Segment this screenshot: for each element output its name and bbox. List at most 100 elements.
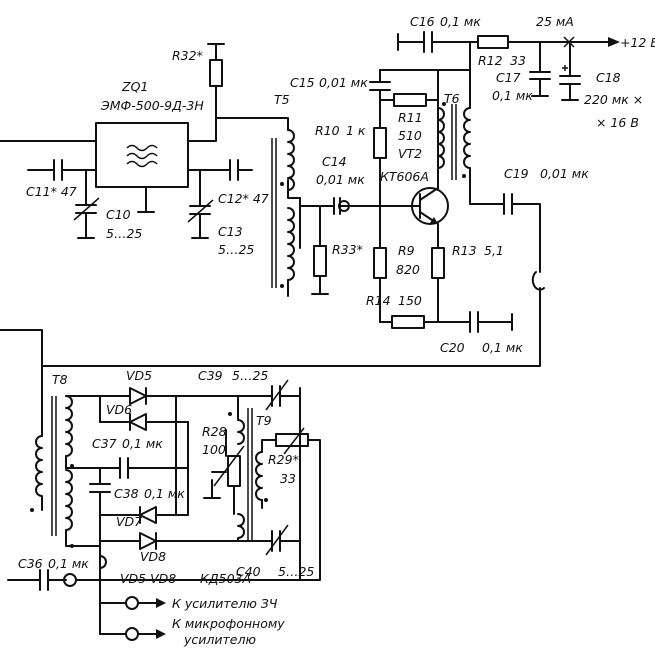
r13-value: 5,1 — [484, 243, 504, 258]
c18-value-2: × 16 В — [596, 115, 639, 130]
output-mic-amplifier — [99, 627, 166, 641]
c40-value: 5…25 — [278, 564, 314, 579]
r14-label: R14 — [366, 293, 391, 308]
c16-label: C16 — [410, 14, 435, 29]
t6-label: T6 — [444, 91, 460, 106]
vd8-label: VD8 — [140, 549, 166, 564]
r10-value: 1 к — [346, 123, 366, 138]
c17-capacitor — [529, 41, 551, 97]
t6-transformer — [379, 69, 471, 205]
c18-value-1: 220 мк × — [584, 92, 643, 107]
r32-resistor — [187, 43, 225, 142]
c14-label: C14 — [322, 154, 347, 169]
r11-value: 510 — [398, 128, 422, 143]
c12-label: C12* 47 — [218, 191, 269, 206]
vd8-diode — [99, 532, 239, 550]
c38-value: 0,1 мк — [144, 486, 185, 501]
diodes-label: VD5-VD8 — [120, 571, 176, 586]
current-label: 25 мА — [536, 14, 574, 29]
c16-capacitor — [397, 31, 479, 53]
c36-value: 0,1 мк — [48, 556, 89, 571]
r29-value: 33 — [280, 471, 296, 486]
r10-label: R10 — [315, 123, 340, 138]
zq1-filter — [85, 122, 201, 213]
c13-value: 5…25 — [218, 242, 254, 257]
c18-label: C18 — [596, 70, 621, 85]
c37-label: C37 — [92, 436, 117, 451]
c40-label: C40 — [236, 564, 261, 579]
c15-label: C15 — [290, 75, 315, 90]
t8-label: T8 — [52, 372, 68, 387]
c20-label: C20 — [440, 340, 465, 355]
r29-label: R29* — [268, 452, 299, 467]
r13-label: R13 — [452, 243, 477, 258]
r11-resistor — [379, 93, 439, 107]
c15-value: 0,01 мк — [319, 75, 368, 90]
r14-resistor — [379, 315, 471, 329]
c13-label: C13 — [218, 224, 243, 239]
t5-label: T5 — [274, 92, 290, 107]
vd6-diode — [99, 413, 189, 431]
vd5-diode — [99, 387, 177, 405]
r28-resistor — [203, 429, 245, 515]
r28-label: R28 — [202, 424, 227, 439]
r14-value: 150 — [398, 293, 422, 308]
diodes-type-label: КД503А — [200, 571, 251, 586]
c40-trimmer-capacitor — [237, 524, 301, 556]
c13-trimmer-capacitor — [187, 169, 214, 239]
vd5-label: VD5 — [126, 368, 152, 383]
r33-resistor — [299, 197, 329, 295]
vd6-label: VD6 — [106, 402, 132, 417]
c10-value: 5…25 — [106, 226, 142, 241]
vt2-label: VT2 — [398, 146, 422, 161]
c37-value: 0,1 мк — [122, 436, 163, 451]
r32-label: R32* — [172, 48, 203, 63]
c11-capacitor — [27, 159, 87, 181]
vt2-type-label: КТ606А — [380, 169, 429, 184]
c36-label: C36 — [18, 556, 43, 571]
c14-value: 0,01 мк — [316, 172, 365, 187]
c16-value: 0,1 мк — [440, 14, 481, 29]
vd7-label: VD7 — [116, 514, 142, 529]
c14-capacitor — [299, 197, 421, 215]
r12-value: 33 — [510, 53, 526, 68]
c20-value: 0,1 мк — [482, 340, 523, 355]
vd7-diode — [99, 506, 189, 524]
r28-value: 100 — [202, 442, 226, 457]
r9-value: 820 — [396, 262, 420, 277]
diode-ring-wires — [99, 395, 239, 542]
r29-resistor — [275, 427, 321, 561]
supply-label: +12 В — [620, 35, 655, 50]
r10-resistor — [373, 99, 387, 207]
c11-label: C11* 47 — [26, 184, 77, 199]
output-af-amplifier — [99, 596, 166, 610]
t8-transformer — [30, 365, 101, 548]
c15-capacitor — [369, 69, 391, 101]
c20-capacitor — [469, 311, 513, 333]
c19-value: 0,01 мк — [540, 166, 589, 181]
r13-resistor — [431, 247, 445, 323]
c10-trimmer-capacitor — [73, 169, 100, 239]
r9-resistor — [373, 205, 387, 323]
r33-label: R33* — [332, 242, 363, 257]
r9-label: R9 — [398, 243, 415, 258]
c39-trimmer-capacitor — [237, 379, 301, 411]
c39-value: 5…25 — [232, 368, 268, 383]
c38-capacitor — [89, 467, 111, 601]
output-af-label: К усилителю ЗЧ — [172, 596, 278, 611]
c19-label: C19 — [504, 166, 529, 181]
zq1-type-label: ЭМФ-500-9Д-3Н — [100, 98, 204, 113]
t9-transformer — [228, 395, 277, 542]
c39-label: C39 — [198, 368, 223, 383]
zq1-label: ZQ1 — [121, 79, 148, 94]
output-mic-label-2: усилителю — [183, 632, 256, 647]
r12-label: R12 — [478, 53, 503, 68]
bottom-rail — [99, 403, 321, 581]
r12-resistor — [469, 35, 620, 71]
c18-capacitor — [559, 41, 581, 101]
c12-capacitor — [199, 159, 253, 181]
t9-label: T9 — [256, 413, 272, 428]
c10-label: C10 — [106, 207, 131, 222]
c37-capacitor — [65, 457, 189, 479]
